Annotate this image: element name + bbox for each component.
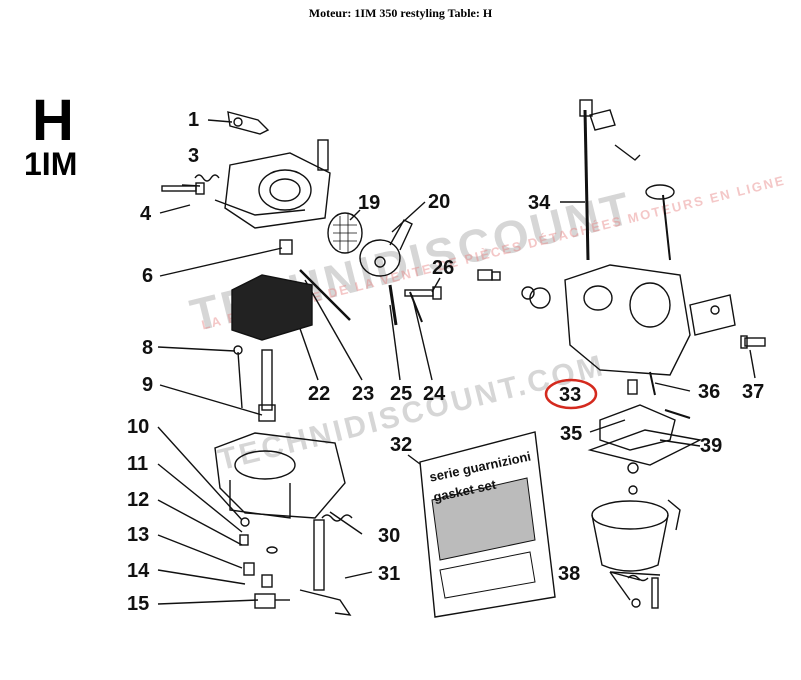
callout-38: 38 [558, 563, 581, 585]
callout-26: 26 [432, 257, 455, 279]
callout-31: 31 [378, 563, 401, 585]
part-bowl-assembly [214, 432, 346, 519]
part-25-needle [388, 284, 398, 326]
part-main-carb-body [564, 264, 736, 376]
part-1-throttle-lever [227, 111, 270, 135]
part-10-washer [240, 517, 250, 527]
part-9-emulsion-tube [258, 349, 276, 422]
callout-10: 10 [127, 416, 150, 438]
part-31-shaft [299, 519, 352, 616]
leader-14 [157, 569, 246, 585]
callout-6: 6 [142, 265, 154, 287]
leader-37 [749, 349, 756, 379]
callout-12: 12 [127, 489, 150, 511]
callout-4: 4 [140, 203, 152, 225]
part-gasket-small [521, 286, 535, 300]
callout-14: 14 [127, 560, 150, 582]
part-6-nut [279, 239, 293, 255]
part-35-float [599, 404, 676, 451]
gasket-set-box [419, 431, 556, 618]
leader-30 [329, 511, 363, 535]
callout-13: 13 [127, 524, 150, 546]
part-20-fuel-fitting [359, 219, 413, 277]
callout-15: 15 [127, 593, 150, 615]
part-gasket-ring [529, 287, 551, 309]
callout-9: 9 [142, 374, 154, 396]
part-19-filter-screen [327, 212, 363, 254]
callout-1: 1 [188, 109, 200, 131]
part-15-drain [254, 593, 290, 609]
callout-3: 3 [188, 145, 200, 167]
part-11-jet [239, 534, 249, 546]
callout-39: 39 [700, 435, 723, 457]
leader-8 [157, 346, 236, 352]
leader-1 [207, 119, 233, 123]
part-float-bowl [591, 499, 681, 572]
part-3-spring [194, 174, 220, 182]
callout-33: 33 [559, 384, 582, 406]
leader-24 [411, 294, 433, 381]
page-header: Moteur: 1IM 350 restyling Table: H [308, 6, 493, 20]
part-38-drain-screw [627, 574, 659, 609]
leader-25 [389, 304, 401, 381]
leader-6 [159, 247, 283, 277]
callout-23: 23 [352, 383, 375, 405]
leader-23 [304, 279, 363, 381]
leader-10 [157, 426, 243, 521]
callout-30: 30 [378, 525, 401, 547]
leader-38c [609, 571, 661, 576]
highlight-circle-33 [544, 378, 598, 410]
part-washer-right [627, 462, 639, 474]
leader-35 [589, 419, 626, 433]
part-12-oring [266, 546, 278, 554]
callout-36: 36 [698, 381, 721, 403]
leader-4 [159, 204, 191, 214]
leader-12 [157, 499, 243, 546]
callout-37: 37 [742, 381, 765, 403]
part-24-clip [409, 291, 423, 323]
part-4-screw [161, 182, 205, 195]
part-23-float-pin [299, 269, 351, 321]
part-choke-link [614, 144, 641, 161]
leader-31 [344, 571, 373, 579]
callout-22: 22 [308, 383, 331, 405]
part-upper-carb-body [214, 139, 331, 229]
callout-8: 8 [142, 337, 154, 359]
callout-34: 34 [528, 192, 551, 214]
leader-19 [349, 209, 361, 221]
callout-11: 11 [127, 453, 149, 475]
leader-13 [157, 534, 243, 569]
callout-25: 25 [390, 383, 413, 405]
part-30-spring [321, 514, 353, 522]
leader-20 [391, 201, 426, 233]
leader-36 [654, 382, 691, 392]
part-8-jet [233, 345, 243, 409]
leader-38a [609, 571, 631, 601]
table-letter: H [32, 88, 74, 153]
part-39-bowl-gasket [587, 429, 703, 466]
part-36-pin [649, 371, 656, 396]
leader-9 [159, 384, 263, 416]
part-22-float [231, 274, 313, 341]
callout-20: 20 [428, 191, 451, 213]
part-13-plug [243, 562, 255, 576]
callout-32: 32 [390, 434, 413, 456]
callout-19: 19 [358, 192, 381, 214]
callout-24: 24 [423, 383, 446, 405]
callout-35: 35 [560, 423, 583, 445]
leader-11 [157, 463, 243, 533]
leader-38b [609, 571, 641, 581]
part-26-screw [404, 286, 442, 300]
engine-code: 1IM [24, 146, 78, 182]
part-screw-small [477, 269, 501, 281]
part-float-pin-right [664, 409, 691, 419]
part-choke-plate [645, 184, 675, 261]
part-34-throttle-shaft [579, 99, 616, 261]
part-37-screw [740, 335, 766, 349]
leader-15 [157, 599, 259, 605]
part-33-main-jet [627, 379, 638, 395]
part-14-nut [261, 574, 273, 588]
part-washer-right-2 [628, 485, 638, 495]
